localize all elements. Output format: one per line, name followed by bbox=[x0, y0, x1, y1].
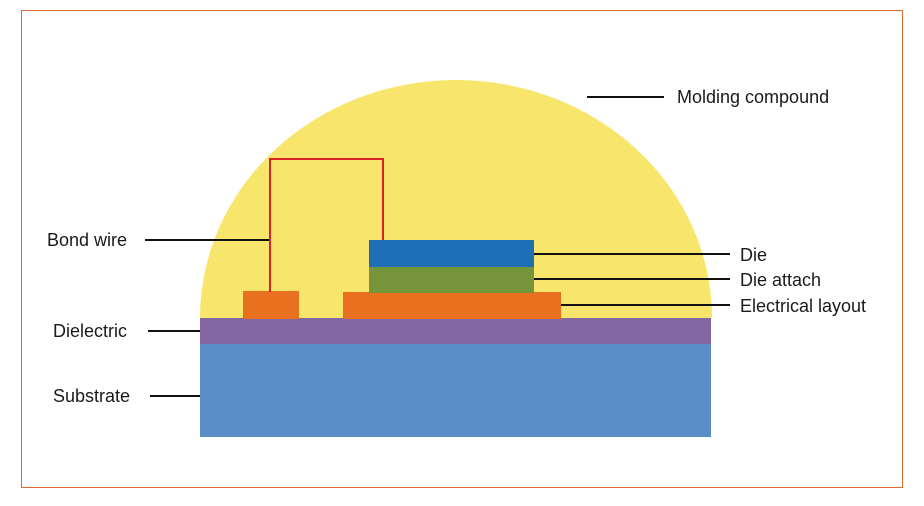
label-die: Die bbox=[740, 245, 767, 265]
label-molding-compound: Molding compound bbox=[677, 87, 829, 107]
label-substrate: Substrate bbox=[53, 386, 130, 406]
molding-compound bbox=[200, 80, 712, 318]
die-chip bbox=[369, 240, 534, 267]
bond-wire bbox=[269, 158, 384, 292]
dielectric-layer bbox=[200, 318, 711, 344]
label-dielectric: Dielectric bbox=[53, 321, 127, 341]
substrate-layer bbox=[200, 343, 711, 437]
label-electrical-layout: Electrical layout bbox=[740, 296, 866, 316]
electrical-layout-trace bbox=[343, 292, 561, 319]
figure-frame bbox=[21, 10, 903, 488]
bond-pad bbox=[243, 291, 299, 319]
label-bond-wire: Bond wire bbox=[47, 230, 127, 250]
die-attach-layer bbox=[369, 266, 534, 293]
label-die-attach: Die attach bbox=[740, 270, 821, 290]
